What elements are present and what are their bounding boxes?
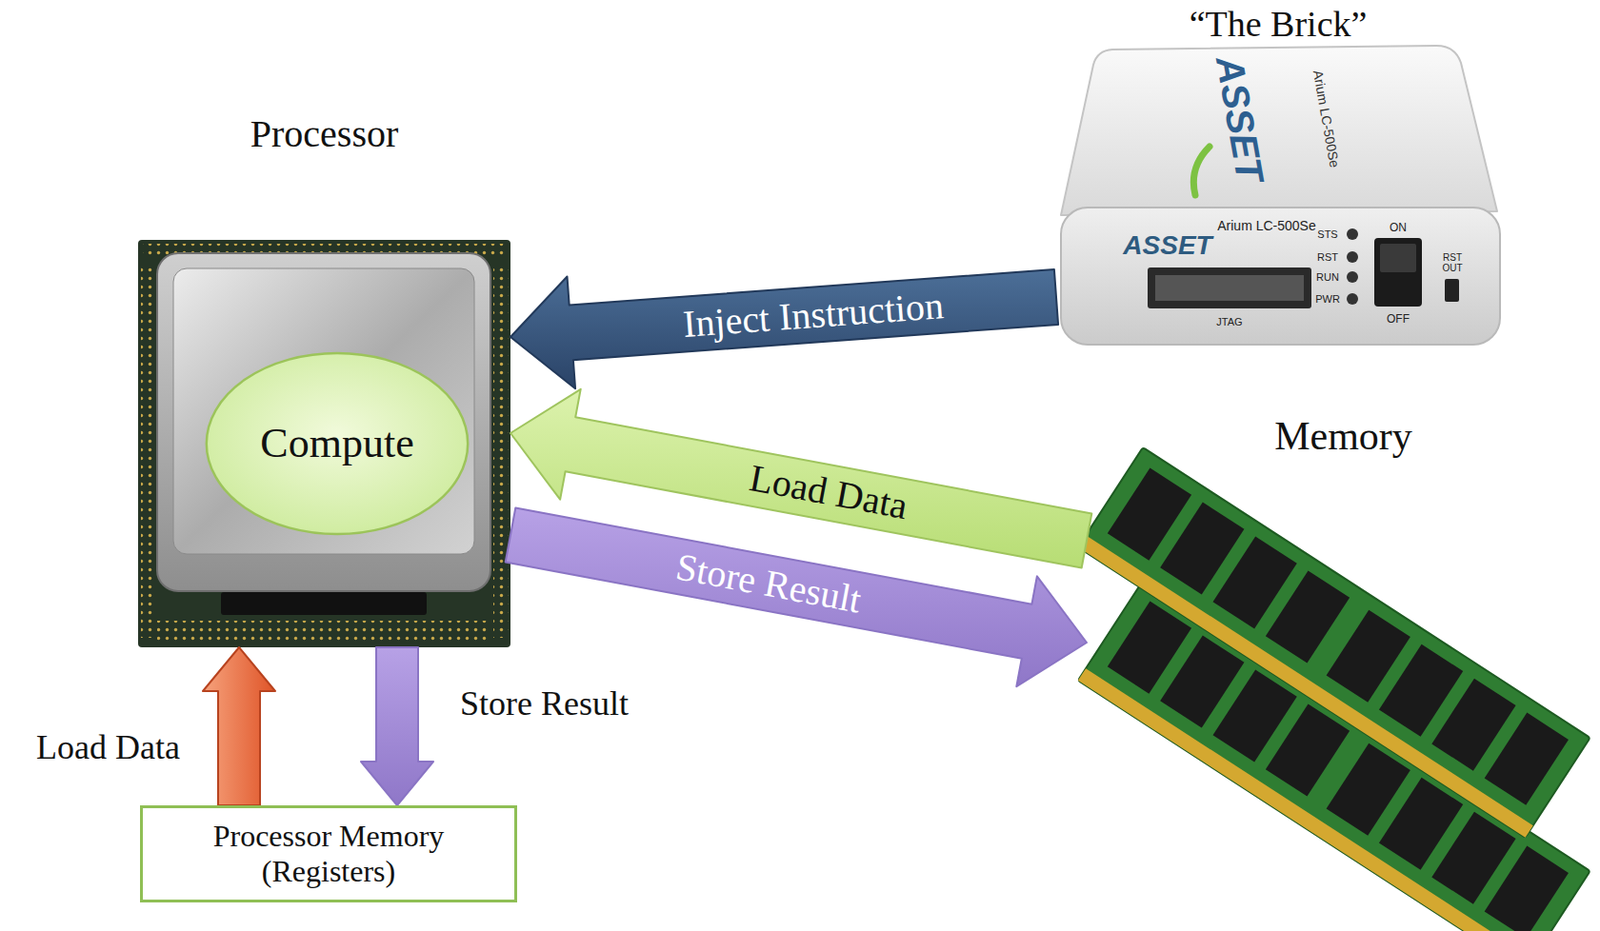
ram-chip: [1484, 846, 1569, 931]
status-led: [1346, 251, 1359, 263]
store-arrow: [360, 647, 434, 806]
node-text: Memory: [1274, 413, 1413, 460]
device-lid: [1060, 45, 1498, 216]
processor-chip: ProcessorCompute: [138, 106, 511, 648]
port-label: JTAG: [1216, 316, 1242, 328]
power-switch: [1374, 238, 1422, 307]
ram-stick: [1078, 447, 1591, 839]
led-label: PWR: [1315, 293, 1340, 305]
led-label: STS: [1317, 228, 1338, 240]
switch-label: OFF: [1386, 313, 1410, 326]
status-led: [1346, 293, 1359, 305]
ram-contacts: [1078, 535, 1534, 839]
jtag-connector: [1147, 267, 1312, 309]
register-box: Processor Memory (Registers): [140, 805, 518, 903]
led-label: RUN: [1316, 271, 1340, 283]
node-text: Compute: [260, 420, 414, 469]
arrow-label: Load Data: [745, 457, 911, 528]
status-led: [1346, 228, 1359, 240]
chip-notch: [220, 592, 427, 616]
chip-pads: [140, 266, 155, 639]
store-arrow: [505, 508, 1087, 688]
ram-chip: [1484, 713, 1569, 806]
arrow-label: Store Result: [458, 685, 631, 724]
ram-contacts: [1078, 668, 1534, 931]
ram-chip: [1265, 703, 1350, 797]
chip-lid: [157, 253, 491, 592]
logo-swoosh: [1193, 146, 1210, 196]
compute-ellipse: Compute: [203, 351, 471, 537]
chip-pads: [157, 620, 491, 644]
device-front: [1060, 207, 1500, 345]
model-text: Arium LC-500Se: [1309, 69, 1341, 170]
model-text: Arium LC-500Se: [1217, 219, 1317, 234]
switch-rocker: [1380, 243, 1417, 273]
reset-button: [1444, 279, 1460, 302]
ram-board: [1078, 447, 1591, 839]
memory-module: Memory: [1086, 407, 1600, 931]
led-label: RST: [1317, 251, 1339, 263]
jtag-pins: [1155, 275, 1304, 301]
cpu-chip: [138, 240, 511, 648]
chip-pads: [493, 266, 509, 639]
ram-chip: [1265, 570, 1350, 663]
compute-ellipse-shape: [206, 353, 468, 535]
logo-text: ASSET: [1208, 53, 1272, 186]
chip-lid-top: [173, 268, 475, 555]
arrow-label: Load Data: [34, 729, 182, 768]
device-node: “The Brick”: [1056, 0, 1500, 347]
logo-text: ASSET: [1122, 231, 1212, 261]
jtag-device: [1060, 45, 1500, 345]
button-label: RST OUT: [1438, 252, 1467, 274]
node-text: Processor Memory (Registers): [185, 819, 472, 890]
arrow-label: Inject Instruction: [681, 284, 946, 346]
node-text: Processor: [250, 112, 400, 157]
arrow-label: Store Result: [672, 545, 864, 621]
load-arrow: [202, 647, 276, 806]
status-led: [1346, 271, 1359, 283]
node-text: “The Brick”: [1189, 3, 1368, 46]
switch-label: ON: [1389, 221, 1407, 235]
chip-substrate: [138, 240, 511, 648]
inject-arrow: [510, 269, 1059, 389]
